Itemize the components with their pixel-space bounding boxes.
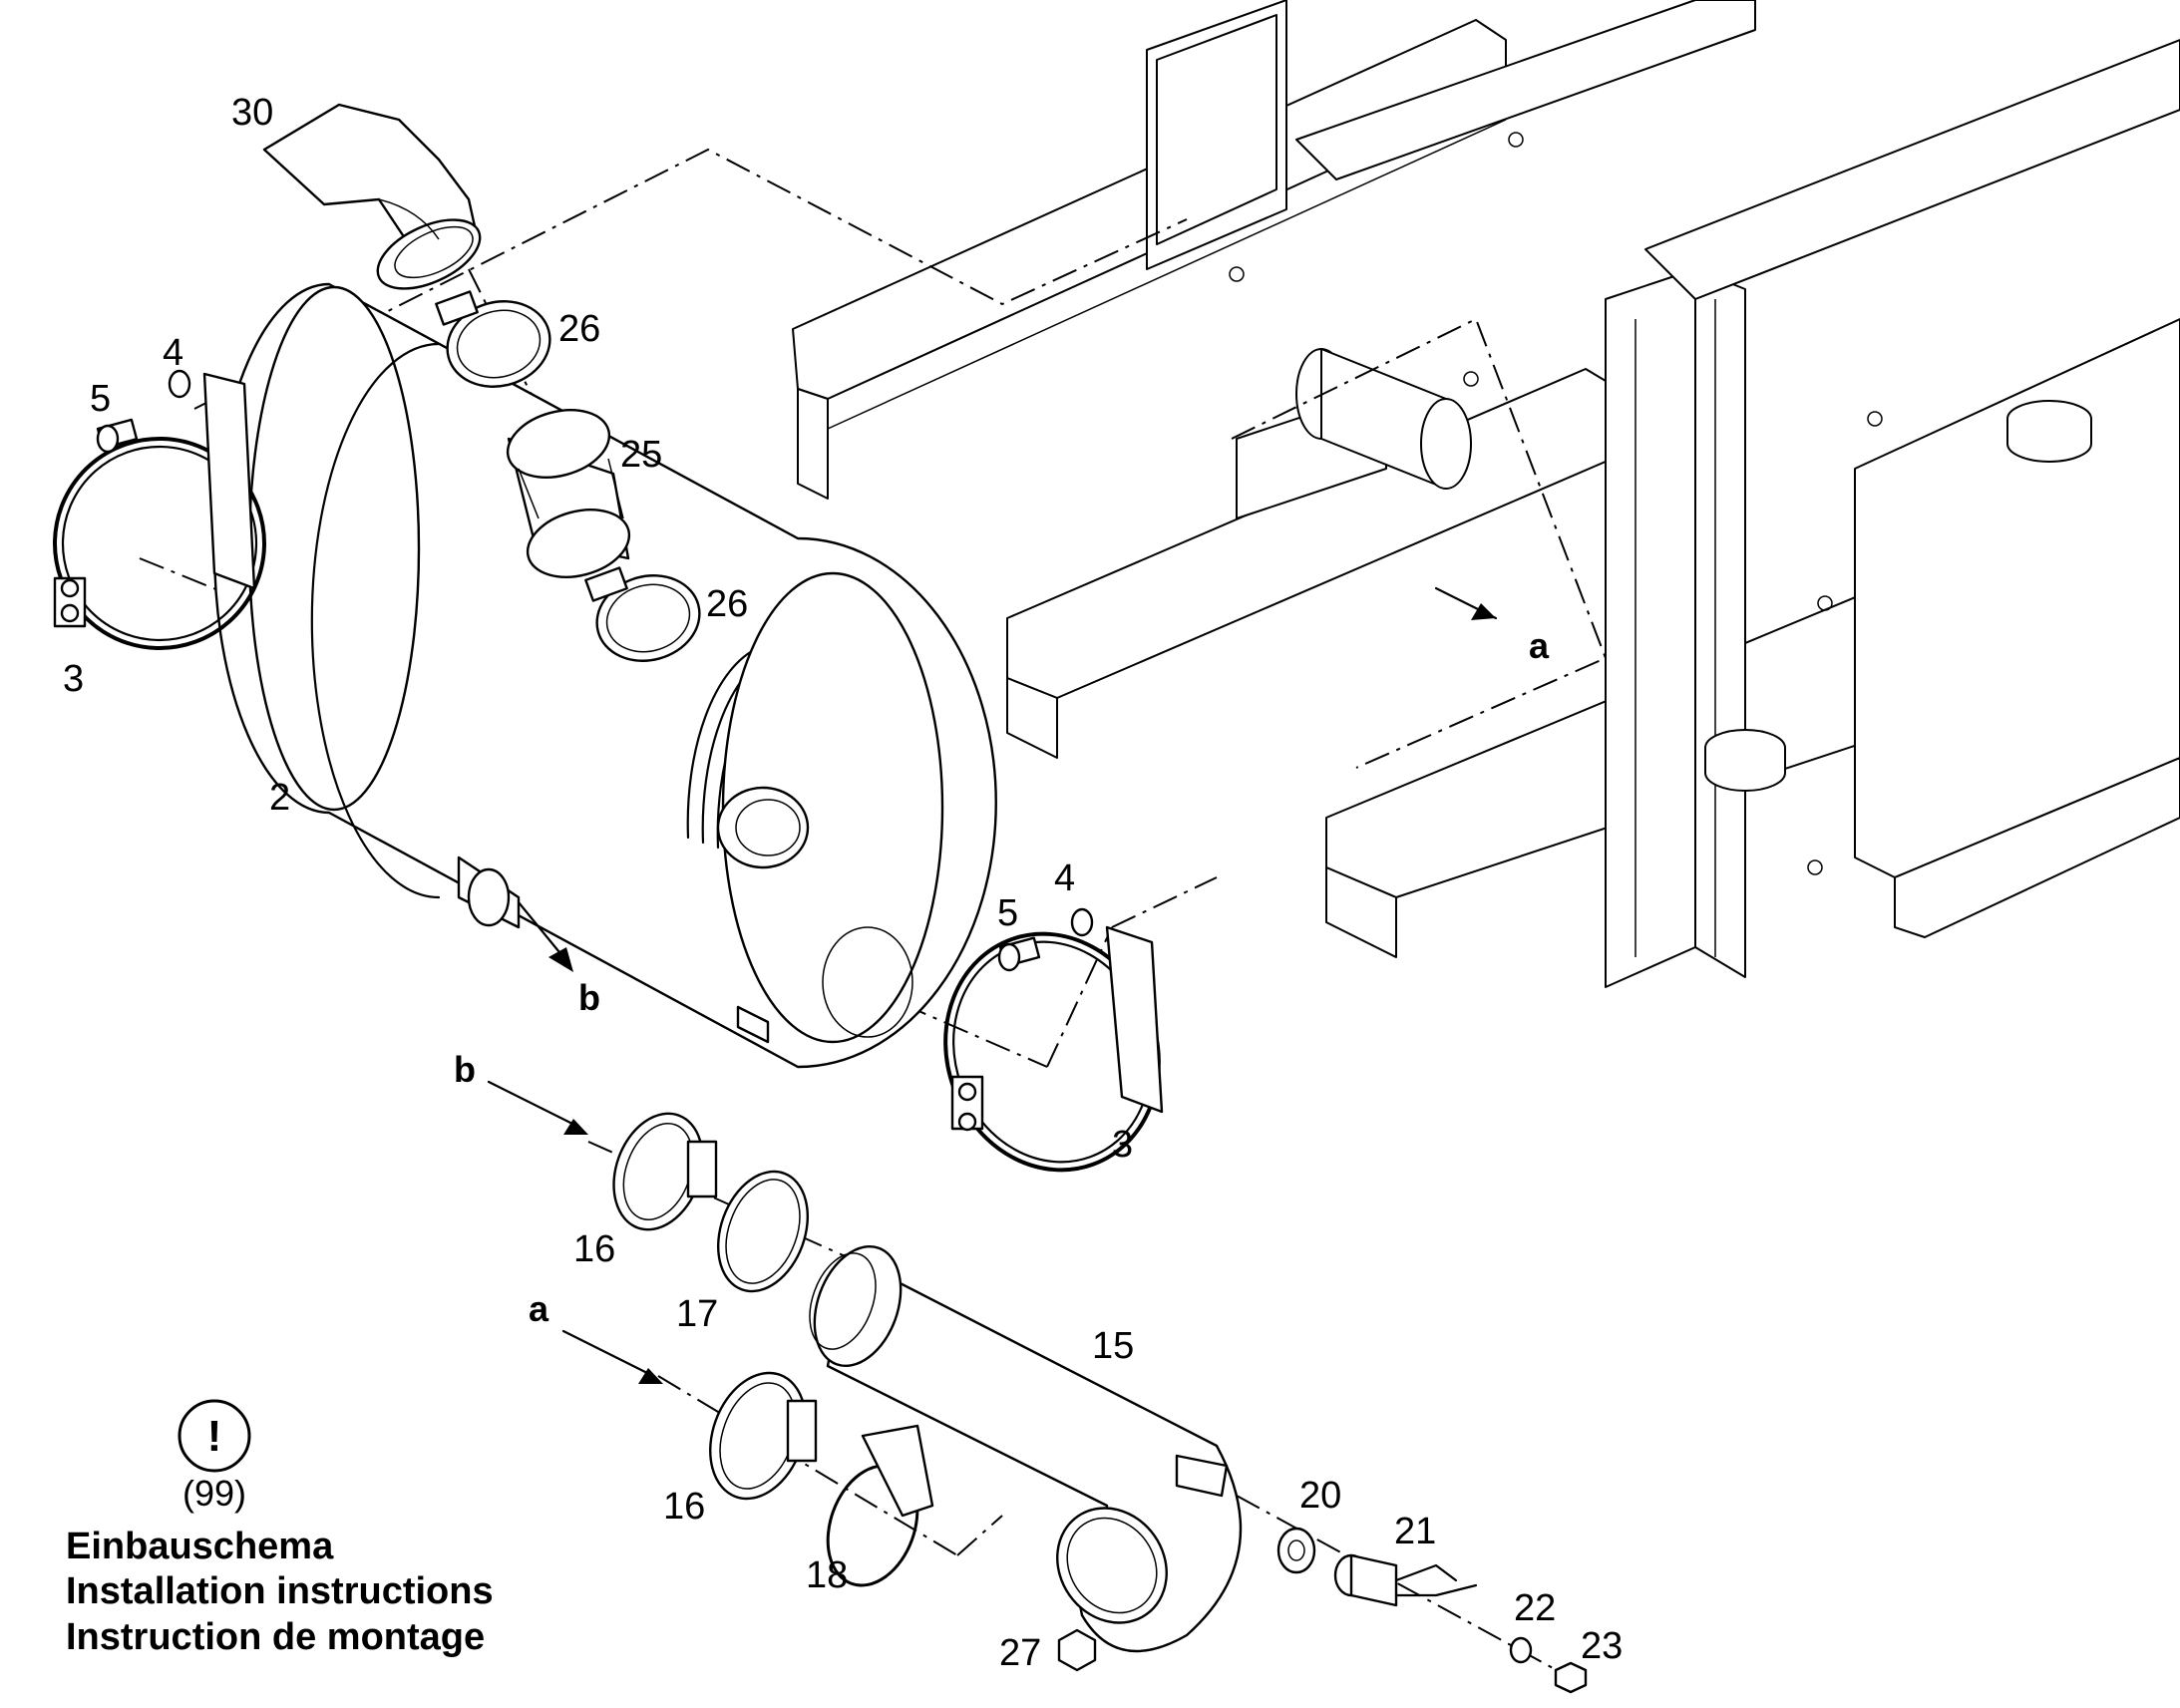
ref-letter-a-frame: a — [1529, 625, 1550, 666]
part-number-labels: 30 26 25 26 4 5 3 2 4 5 3 16 17 15 16 18… — [63, 92, 1623, 1674]
connector-part-25 — [506, 409, 631, 578]
clamp-part-26-bottom — [584, 566, 701, 662]
label-part-21: 21 — [1394, 1511, 1436, 1552]
note-line-fr: Instruction de montage — [66, 1616, 485, 1658]
ref-letter-a-pipe: a — [529, 1288, 549, 1329]
label-part-16-bottom: 16 — [663, 1486, 705, 1528]
label-part-5-left: 5 — [90, 378, 111, 420]
clamp-part-16-top — [612, 1112, 718, 1231]
installation-note: ! (99) Einbauschema Installation instruc… — [66, 1399, 494, 1658]
label-part-2: 2 — [269, 777, 290, 819]
reference-letters: a b b a — [454, 625, 1550, 1329]
label-part-16-top: 16 — [573, 1228, 615, 1270]
clamp-part-26-top — [435, 290, 551, 388]
nut-part-27 — [1057, 1628, 1097, 1672]
exhaust-pipe-part-15 — [809, 1244, 1243, 1653]
label-part-26-top: 26 — [558, 308, 600, 350]
washer-part-22 — [1509, 1636, 1533, 1664]
attention-icon — [178, 1399, 251, 1473]
label-part-3-right: 3 — [1112, 1124, 1133, 1166]
note-line-de: Einbauschema — [66, 1526, 334, 1567]
note-line-en: Installation instructions — [66, 1570, 494, 1612]
leader-lines — [487, 586, 1498, 1384]
label-part-26-bottom: 26 — [706, 583, 748, 625]
label-part-15: 15 — [1092, 1325, 1134, 1367]
ref-letter-b-pipe: b — [454, 1049, 476, 1090]
ref-letter-b-muffler: b — [578, 977, 600, 1018]
seal-ring-part-17 — [716, 1170, 810, 1293]
sensor-part-21 — [1333, 1553, 1478, 1607]
label-part-4-right: 4 — [1054, 857, 1075, 899]
muffler — [212, 282, 997, 1069]
label-part-30: 30 — [231, 92, 273, 134]
gasket-part-20 — [1276, 1527, 1316, 1574]
clamp-part-16-bottom — [709, 1371, 818, 1501]
mounting-band-right — [943, 907, 1164, 1173]
label-part-20: 20 — [1299, 1475, 1341, 1517]
label-part-3-left: 3 — [63, 658, 84, 700]
label-part-4-left: 4 — [163, 332, 183, 374]
label-part-22: 22 — [1514, 1587, 1556, 1629]
nut-part-23 — [1554, 1661, 1588, 1694]
bracket-part-18 — [826, 1424, 934, 1587]
note-reference: (99) — [182, 1473, 246, 1514]
label-part-5-right: 5 — [997, 892, 1018, 934]
machine-frame — [792, 0, 2180, 988]
attention-icon-symbol: ! — [207, 1412, 222, 1461]
inlet-elbow-part-30 — [262, 103, 482, 290]
label-part-17: 17 — [676, 1293, 718, 1335]
mounting-band-left — [53, 369, 266, 650]
label-part-23: 23 — [1581, 1625, 1623, 1667]
label-part-18: 18 — [806, 1554, 848, 1596]
label-part-25: 25 — [620, 434, 662, 476]
label-part-27: 27 — [999, 1632, 1041, 1674]
